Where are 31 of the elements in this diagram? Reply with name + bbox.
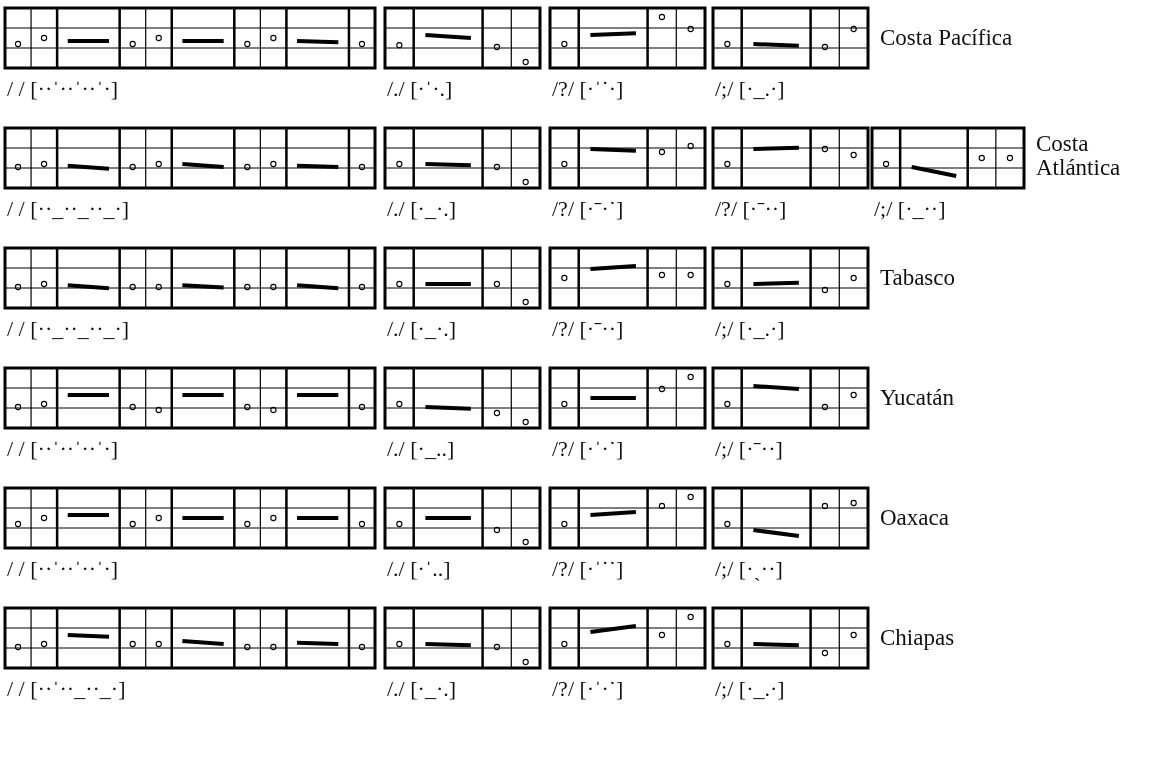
notation-label: / / [··ˈ··_··_·] <box>7 678 126 700</box>
notation-label: /;/ [·ˎ··] <box>715 558 783 580</box>
notation-label: /?/ [·ˈ·˙] <box>552 678 624 700</box>
region-label: Costa Atlántica <box>1036 132 1122 181</box>
notation-label: /?/ [·ˉ··] <box>552 318 624 340</box>
notation-label: / / [··ˈ··ˈ··ˈ·] <box>7 78 119 100</box>
notation-label: /./ [·_·.] <box>387 678 457 700</box>
notation-label: / / [··_··_··_·] <box>7 198 130 220</box>
notation-label: /?/ [·ˉ·˙] <box>552 198 624 220</box>
notation-label: /;/ [·_.·] <box>715 678 785 700</box>
notation-label: /./ [·ˈ·.] <box>387 78 453 100</box>
region-label: Costa Pacífica <box>880 26 1013 51</box>
notation-label: /./ [·_..] <box>387 438 455 460</box>
notation-label: / / [··ˈ··ˈ··ˈ·] <box>7 558 119 580</box>
notation-label: /./ [·_·.] <box>387 318 457 340</box>
region-label: Chiapas <box>880 626 955 651</box>
region-label: Yucatán <box>880 386 955 411</box>
notation-label: /?/ [·ˈ·˙] <box>552 438 624 460</box>
notation-label: /?/ [·ˈ˙˙] <box>552 558 624 580</box>
notation-label: /;/ [·_··] <box>874 198 946 220</box>
notation-label: /?/ [·ˈ˙·] <box>552 78 624 100</box>
notation-label: /;/ [·_.·] <box>715 78 785 100</box>
notation-label: /;/ [·ˉ··] <box>715 438 783 460</box>
region-label: Oaxaca <box>880 506 949 531</box>
notation-label: / / [··ˈ··ˈ··ˈ·] <box>7 438 119 460</box>
notation-label: /./ [·ˈ..] <box>387 558 451 580</box>
notation-label: /./ [·_·.] <box>387 198 457 220</box>
notation-label: /?/ [·ˉ··] <box>715 198 787 220</box>
region-label: Tabasco <box>880 266 956 291</box>
notation-label: / / [··_··_··_·] <box>7 318 130 340</box>
notation-label: /;/ [·_.·] <box>715 318 785 340</box>
